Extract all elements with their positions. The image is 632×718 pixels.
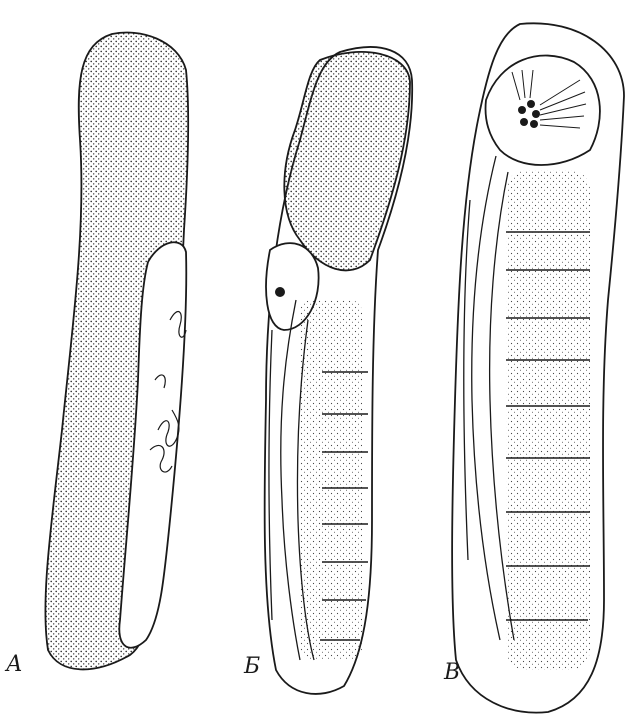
panel-c-embryo [452, 23, 624, 712]
panel-c-yolk-region [506, 170, 590, 670]
panel-b-embryo [265, 47, 413, 694]
panel-c-head [486, 56, 600, 165]
panel-a-embryo [45, 33, 188, 670]
panel-b-yolk-cap [284, 52, 410, 270]
panel-label-b: Б [244, 654, 260, 679]
panel-label-a: А [6, 652, 23, 677]
panel-b-yolk-region [300, 300, 362, 660]
panel-label-c: В [444, 660, 460, 685]
panel-b-eye-spot [275, 287, 285, 297]
